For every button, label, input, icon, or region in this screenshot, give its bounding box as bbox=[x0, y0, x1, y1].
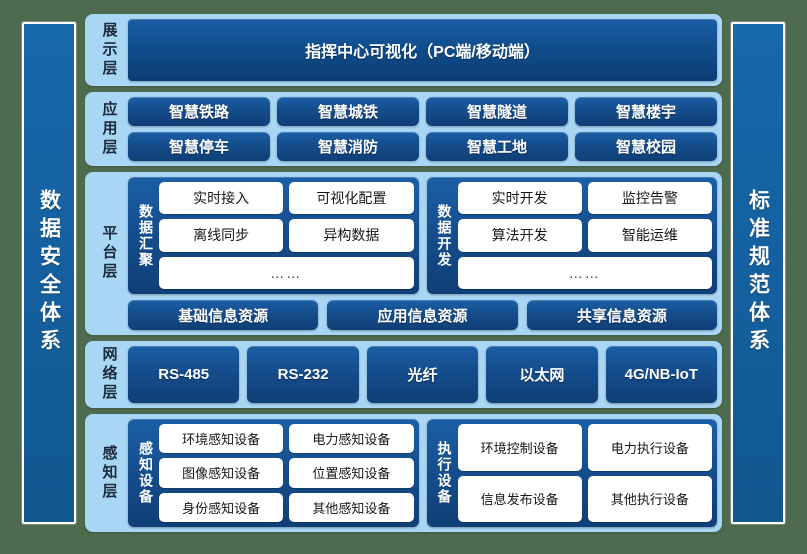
display-banner[interactable]: 指挥中心可视化（PC端/移动端） bbox=[128, 19, 717, 81]
platform-resources: 基础信息资源 应用信息资源 共享信息资源 bbox=[128, 300, 717, 330]
left-side-bar-data-security: 数据安全体系 bbox=[22, 22, 76, 524]
layer-display: 展示层 指挥中心可视化（PC端/移动端） bbox=[85, 14, 722, 86]
layer-platform-body: 数据汇聚 实时接入 可视化配置 离线同步 异构数据 bbox=[128, 177, 717, 330]
app-item[interactable]: 智慧城铁 bbox=[277, 97, 419, 126]
group-card[interactable]: 实时接入 bbox=[159, 182, 284, 215]
grid-row: 信息发布设备 其他执行设备 bbox=[457, 475, 712, 522]
group-card[interactable]: 监控告警 bbox=[587, 182, 712, 215]
grid-row: 算法开发 智能运维 bbox=[457, 219, 712, 252]
group-data-aggregation-label: 数据汇聚 bbox=[138, 203, 154, 268]
layer-application-label: 应用层 bbox=[100, 100, 118, 158]
grid-row: …… bbox=[457, 256, 712, 289]
group-card[interactable]: 智能运维 bbox=[587, 219, 712, 252]
grid-row: 环境感知设备 电力感知设备 bbox=[159, 424, 414, 454]
layer-sense: 感知层 感知设备 环境感知设备 电力感知设备 bbox=[85, 414, 722, 532]
device-card[interactable]: 位置感知设备 bbox=[289, 458, 414, 488]
platform-groups: 数据汇聚 实时接入 可视化配置 离线同步 异构数据 bbox=[128, 177, 717, 294]
application-row-1: 智慧铁路 智慧城铁 智慧隧道 智慧楼宇 bbox=[128, 97, 717, 126]
device-card[interactable]: 电力执行设备 bbox=[587, 424, 712, 471]
network-item[interactable]: 光纤 bbox=[366, 346, 479, 403]
layer-display-label: 展示层 bbox=[100, 21, 118, 79]
group-sensing-devices-grid: 环境感知设备 电力感知设备 图像感知设备 位置感知设备 身份感知设备 其他感知设… bbox=[159, 424, 414, 522]
grid-row: 实时接入 可视化配置 bbox=[159, 182, 414, 215]
group-actuator-devices-label: 执行设备 bbox=[436, 441, 453, 505]
layer-application: 应用层 智慧铁路 智慧城铁 智慧隧道 智慧楼宇 智慧停车 智慧消防 智慧工地 智… bbox=[85, 92, 722, 166]
layer-platform-label: 平台层 bbox=[100, 225, 118, 282]
resource-item[interactable]: 共享信息资源 bbox=[526, 300, 717, 330]
device-card[interactable]: 环境感知设备 bbox=[159, 424, 284, 454]
resource-item[interactable]: 基础信息资源 bbox=[128, 300, 319, 330]
group-data-development-grid: 实时开发 监控告警 算法开发 智能运维 …… bbox=[457, 182, 712, 289]
app-item[interactable]: 智慧停车 bbox=[128, 132, 270, 161]
device-card[interactable]: 环境控制设备 bbox=[457, 424, 582, 471]
layer-sense-body: 感知设备 环境感知设备 电力感知设备 图像感知设备 位置感知设备 bbox=[128, 419, 717, 527]
app-item[interactable]: 智慧铁路 bbox=[128, 97, 270, 126]
layer-network-label: 网络层 bbox=[100, 346, 118, 403]
layer-platform: 平台层 数据汇聚 实时接入 可视化配置 bbox=[85, 172, 722, 335]
grid-row: …… bbox=[159, 256, 414, 289]
grid-row: 环境控制设备 电力执行设备 bbox=[457, 424, 712, 471]
application-row-2: 智慧停车 智慧消防 智慧工地 智慧校园 bbox=[128, 132, 717, 161]
device-card[interactable]: 电力感知设备 bbox=[289, 424, 414, 454]
resource-item[interactable]: 应用信息资源 bbox=[327, 300, 518, 330]
device-card[interactable]: 其他感知设备 bbox=[289, 492, 414, 522]
sense-groups: 感知设备 环境感知设备 电力感知设备 图像感知设备 位置感知设备 bbox=[128, 419, 717, 527]
grid-row: 身份感知设备 其他感知设备 bbox=[159, 492, 414, 522]
group-data-development-label: 数据开发 bbox=[436, 203, 453, 268]
grid-row: 图像感知设备 位置感知设备 bbox=[159, 458, 414, 488]
network-item[interactable]: RS-232 bbox=[247, 346, 359, 403]
device-card[interactable]: 身份感知设备 bbox=[159, 492, 284, 522]
layer-application-body: 智慧铁路 智慧城铁 智慧隧道 智慧楼宇 智慧停车 智慧消防 智慧工地 智慧校园 bbox=[128, 97, 717, 161]
app-item[interactable]: 智慧工地 bbox=[426, 132, 568, 161]
group-sensing-devices: 感知设备 环境感知设备 电力感知设备 图像感知设备 位置感知设备 bbox=[128, 419, 419, 527]
network-item[interactable]: 以太网 bbox=[486, 346, 598, 403]
app-item[interactable]: 智慧隧道 bbox=[426, 97, 568, 126]
group-card[interactable]: 离线同步 bbox=[159, 219, 284, 252]
right-side-bar-label: 标准规范体系 bbox=[746, 189, 770, 357]
layer-sense-label: 感知层 bbox=[100, 444, 118, 502]
group-data-aggregation-grid: 实时接入 可视化配置 离线同步 异构数据 …… bbox=[159, 182, 414, 289]
device-card[interactable]: 信息发布设备 bbox=[457, 475, 582, 522]
group-card[interactable]: 异构数据 bbox=[289, 219, 414, 252]
app-item[interactable]: 智慧消防 bbox=[277, 132, 419, 161]
layer-display-body: 指挥中心可视化（PC端/移动端） bbox=[128, 19, 717, 81]
left-side-bar-label: 数据安全体系 bbox=[37, 189, 61, 357]
app-item[interactable]: 智慧楼宇 bbox=[575, 97, 717, 126]
group-card[interactable]: 可视化配置 bbox=[289, 182, 414, 215]
group-data-development: 数据开发 实时开发 监控告警 算法开发 智能运维 bbox=[426, 177, 717, 294]
layer-network-body: RS-485 RS-232 光纤 以太网 4G/NB-IoT bbox=[128, 346, 718, 403]
network-item[interactable]: 4G/NB-IoT bbox=[605, 346, 718, 403]
grid-row: 实时开发 监控告警 bbox=[457, 182, 712, 215]
group-actuator-devices: 执行设备 环境控制设备 电力执行设备 信息发布设备 其他执行设备 bbox=[426, 419, 717, 527]
layer-network: 网络层 RS-485 RS-232 光纤 以太网 4G/NB-IoT bbox=[85, 341, 722, 408]
device-card[interactable]: 其他执行设备 bbox=[587, 475, 712, 522]
group-card-more[interactable]: …… bbox=[457, 256, 712, 289]
network-items: RS-485 RS-232 光纤 以太网 4G/NB-IoT bbox=[128, 346, 718, 403]
device-card[interactable]: 图像感知设备 bbox=[159, 458, 284, 488]
group-sensing-devices-label: 感知设备 bbox=[138, 441, 154, 505]
group-card[interactable]: 实时开发 bbox=[457, 182, 582, 215]
group-card[interactable]: 算法开发 bbox=[457, 219, 582, 252]
group-data-aggregation: 数据汇聚 实时接入 可视化配置 离线同步 异构数据 bbox=[128, 177, 419, 294]
network-item[interactable]: RS-485 bbox=[128, 346, 240, 403]
grid-row: 离线同步 异构数据 bbox=[159, 219, 414, 252]
group-actuator-devices-grid: 环境控制设备 电力执行设备 信息发布设备 其他执行设备 bbox=[457, 424, 712, 522]
right-side-bar-standards: 标准规范体系 bbox=[731, 22, 785, 524]
layers-column: 展示层 指挥中心可视化（PC端/移动端） 应用层 智慧铁路 智慧城铁 智慧隧道 … bbox=[85, 14, 722, 532]
group-card-more[interactable]: …… bbox=[159, 256, 414, 289]
app-item[interactable]: 智慧校园 bbox=[575, 132, 717, 161]
